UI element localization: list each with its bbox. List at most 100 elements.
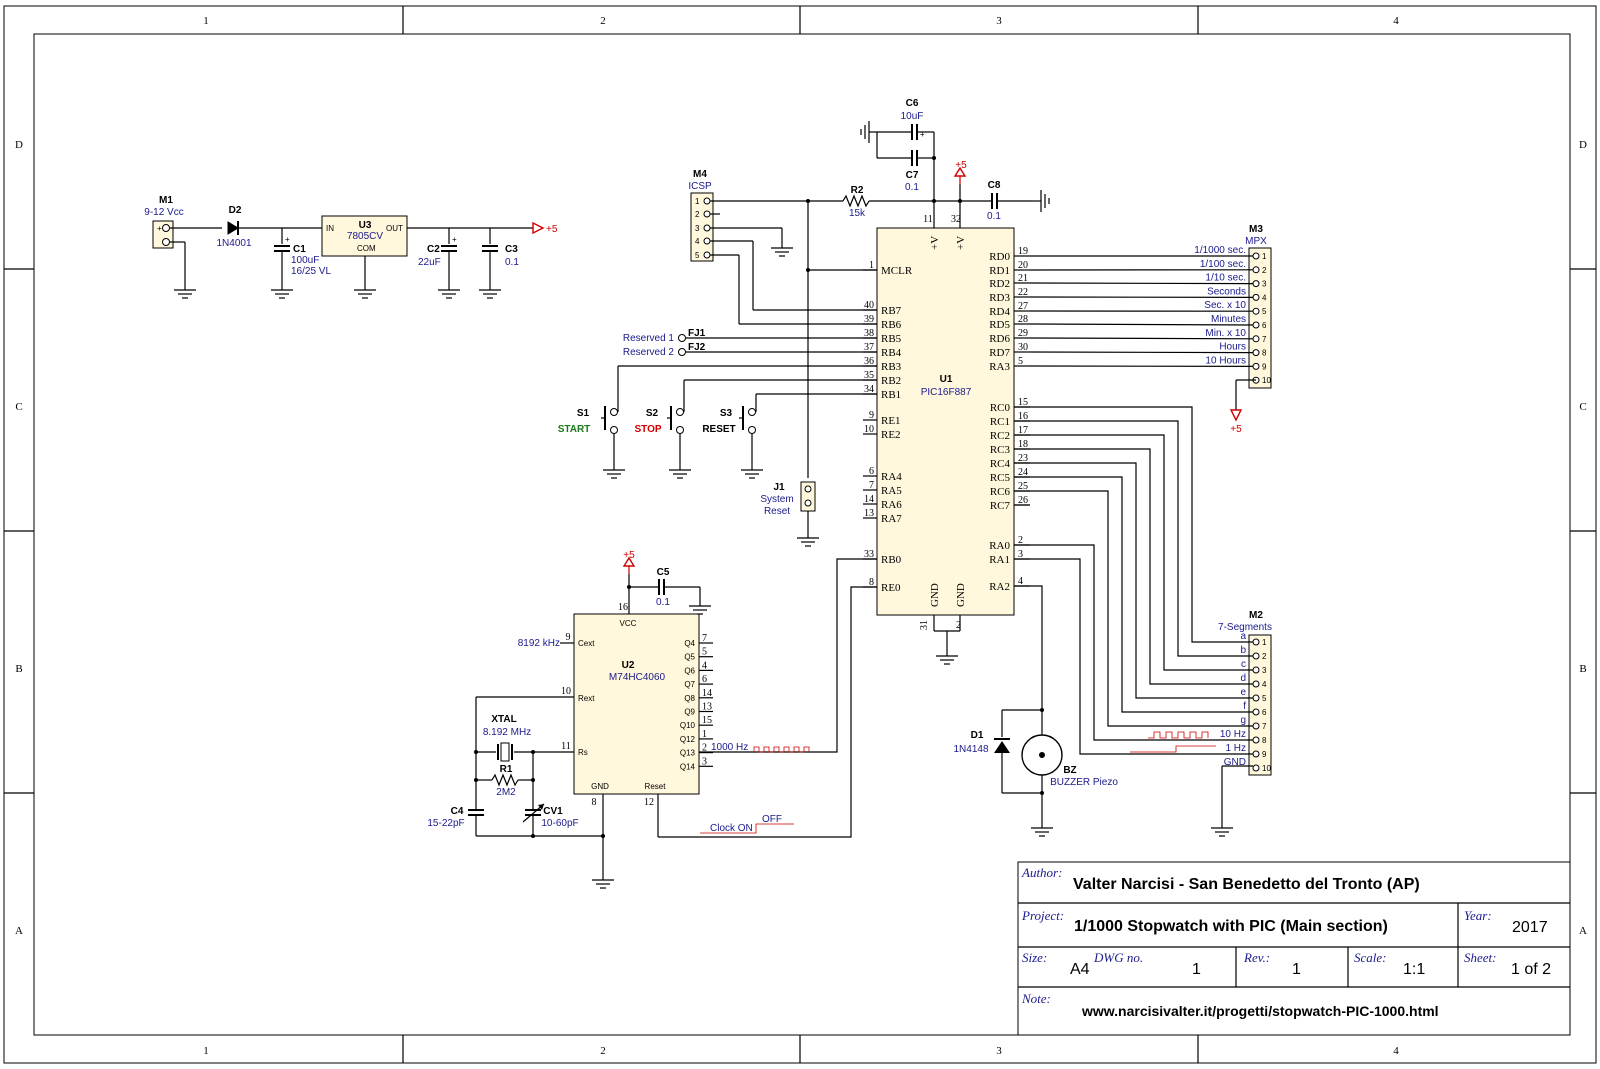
note-value: www.narcisivalter.it/progetti/stopwatch-… (1081, 1003, 1439, 1019)
u2-value: M74HC4060 (609, 672, 666, 683)
u1-pin-name: RC5 (990, 472, 1011, 484)
u2-pin-name: Q7 (684, 680, 695, 689)
cv1-value: 10-60pF (541, 818, 578, 829)
m3-pin: 9 (1262, 362, 1267, 371)
u1-pin-name: RB2 (881, 375, 901, 387)
u2-pin-name: Q6 (684, 666, 695, 675)
u1-pin-number: 40 (864, 300, 874, 311)
j1-label: Reset (764, 506, 790, 517)
m2-net-label: b (1240, 645, 1246, 656)
u1-pin-name: RA0 (989, 540, 1010, 552)
d2-value: 1N4001 (216, 238, 251, 249)
note-label: Note: (1021, 991, 1051, 1006)
u1-pin-number: 33 (864, 549, 874, 560)
u1-pin-number: 38 (864, 328, 874, 339)
dwg-label: DWG no. (1093, 950, 1143, 965)
m4-pin: 5 (695, 251, 700, 260)
u1-pin-number: 35 (864, 370, 874, 381)
u1-pin-name: RD0 (989, 251, 1010, 263)
column-label: 1 (203, 1045, 209, 1057)
m3-pin: 4 (1262, 293, 1267, 302)
plus-sign: + (285, 235, 290, 244)
author-label: Author: (1021, 865, 1062, 880)
c7-ref: C7 (906, 170, 919, 181)
c3-ref: C3 (505, 244, 518, 255)
rev-value: 1 (1292, 961, 1301, 978)
u1-pin-name: RB1 (881, 389, 901, 401)
c7-value: 0.1 (905, 182, 919, 193)
crystal-oscillator: XTAL 8.192 MHz R1 2M2 C4 15-22pF CV1 10-… (427, 696, 605, 838)
c8-value: 0.1 (987, 211, 1001, 222)
m3-net-label: 1/100 sec. (1200, 259, 1246, 270)
c5-ref: C5 (657, 567, 670, 578)
u1-pin-name: RD1 (989, 265, 1010, 277)
segment-routing (1014, 406, 1253, 755)
m2-pin: 2 (1262, 652, 1267, 661)
m3-pin: 10 (1262, 376, 1271, 385)
m3-net-label: Minutes (1211, 314, 1246, 325)
m2-pin: 8 (1262, 736, 1267, 745)
u2-pin-number: 4 (702, 660, 707, 671)
u1-pin-name: RA6 (881, 499, 902, 511)
u2-pin-name: Q9 (684, 708, 695, 717)
m2-pin: 1 (1262, 638, 1267, 647)
j1-ref: J1 (773, 482, 785, 493)
u1-pin-number: 4 (1018, 576, 1023, 587)
c6-value: 10uF (901, 111, 924, 122)
clock-frequency-label: 1000 Hz (711, 742, 748, 753)
m3-ref: M3 (1249, 224, 1263, 235)
row-label: A (15, 925, 23, 937)
u2-pin-name: Q14 (680, 762, 696, 771)
scale-value: 1:1 (1403, 961, 1425, 978)
u1-right-pins: 19RD020RD121RD222RD327RD428RD529RD630RD7… (989, 246, 1030, 593)
r1-value: 2M2 (496, 787, 516, 798)
u1-pin-number: 10 (864, 424, 874, 435)
column-label: 2 (600, 15, 606, 27)
m2-net-label: f (1243, 701, 1246, 712)
u1-pin-name: +V (955, 236, 967, 250)
m2-pin: 7 (1262, 722, 1267, 731)
m2-ref: M2 (1249, 610, 1263, 621)
u1-pin-number: 22 (1018, 287, 1028, 298)
u2-pin-number: 9 (566, 632, 571, 643)
u2-pin-number: 14 (702, 688, 712, 699)
s3-ref: S3 (720, 408, 733, 419)
u1-pin-name: RE2 (881, 429, 901, 441)
xtal-value: 8.192 MHz (483, 727, 531, 738)
u2-pin-name: Q13 (680, 749, 696, 758)
u2-rs-label: Rs (578, 748, 588, 757)
u1-pin-number: 11 (923, 214, 933, 225)
u1-pin-name: GND (929, 583, 941, 607)
rev-label: Rev.: (1243, 950, 1270, 965)
m2-value: 7-Segments (1218, 622, 1272, 633)
m1-ref: M1 (159, 195, 173, 206)
10hz-waveform-icon (1148, 731, 1209, 739)
buzzer-circuit: D1 1N4148 BZ BUZZER Piezo (953, 585, 1118, 837)
size-value: A4 (1070, 961, 1090, 978)
u2-gnd-label: GND (591, 782, 609, 791)
u2-pin-number: 3 (702, 756, 707, 767)
u3-pin-in: IN (326, 224, 334, 233)
c2-value: 22uF (418, 257, 441, 268)
u1-pin-number: 8 (869, 577, 874, 588)
m4-ref: M4 (693, 169, 707, 180)
u1-pin-number: 27 (1018, 301, 1028, 312)
m2-net-label: d (1240, 673, 1246, 684)
u1-pin-number: 1 (869, 260, 874, 271)
u2-pin-number: 13 (702, 702, 712, 713)
u1-pin-number: 39 (864, 314, 874, 325)
u1-pin-name: RA4 (881, 471, 902, 483)
u2-pin-number: 10 (561, 686, 571, 697)
u2-pin-number: 15 (702, 715, 712, 726)
clock-enable-waveform-icon (700, 823, 794, 834)
c3-value: 0.1 (505, 257, 519, 268)
column-label: 3 (996, 15, 1002, 27)
u3-regulator (321, 215, 408, 257)
u1-pin-name: RB6 (881, 319, 902, 331)
u1-pin-name: RB3 (881, 361, 902, 373)
u1-pin-number: 29 (1018, 328, 1028, 339)
j1-reset-jumper: J1 System Reset (760, 481, 820, 547)
m3-net-label: 1/10 sec. (1205, 273, 1246, 284)
fj1-ref: FJ1 (688, 328, 706, 339)
u1-pin-number: 30 (1018, 342, 1028, 353)
